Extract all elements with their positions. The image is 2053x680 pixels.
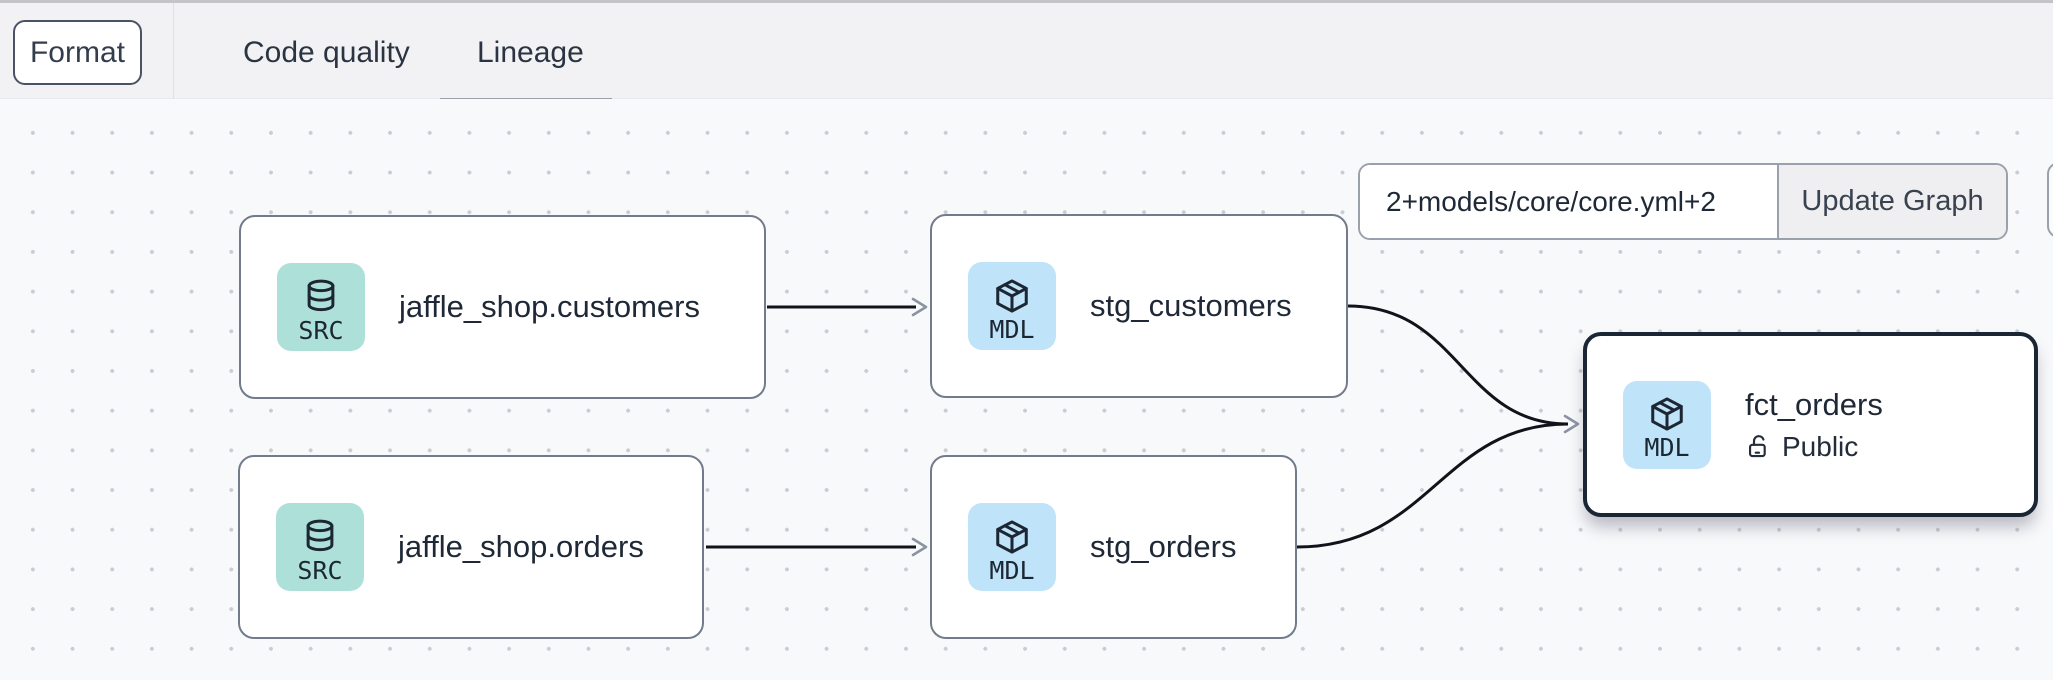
tab-code-quality[interactable]: Code quality bbox=[243, 36, 410, 69]
update-graph-button[interactable]: Update Graph bbox=[1777, 165, 2006, 238]
node-jaffle-shop-customers[interactable]: SRC jaffle_shop.customers bbox=[239, 215, 766, 399]
node-text-block: fct_orders Public bbox=[1745, 387, 1883, 463]
access-badge: Public bbox=[1745, 431, 1883, 463]
model-icon: MDL bbox=[968, 503, 1056, 591]
arrowhead-icon bbox=[911, 537, 928, 557]
arrowhead-icon bbox=[1563, 414, 1580, 434]
tab-lineage[interactable]: Lineage bbox=[477, 36, 584, 69]
node-label: jaffle_shop.customers bbox=[399, 289, 700, 324]
update-graph-label: Update Graph bbox=[1801, 185, 1984, 217]
node-type-tag: MDL bbox=[1644, 433, 1690, 462]
tab-bar: Format Code quality Lineage bbox=[0, 0, 2053, 105]
source-icon: SRC bbox=[277, 263, 365, 351]
format-button[interactable]: Format bbox=[13, 20, 142, 85]
database-icon bbox=[306, 519, 334, 551]
node-stg-customers[interactable]: MDL stg_customers bbox=[930, 214, 1348, 398]
arrowhead-icon bbox=[911, 297, 928, 317]
node-type-tag: MDL bbox=[989, 555, 1035, 585]
edge-stg-orders-to-fct-orders bbox=[1296, 422, 1569, 549]
node-label: stg_customers bbox=[1090, 288, 1292, 323]
node-type-tag: SRC bbox=[297, 555, 343, 585]
access-label: Public bbox=[1782, 430, 1859, 462]
lineage-canvas[interactable]: SRC jaffle_shop.customers MDL stg_custom… bbox=[0, 99, 2053, 680]
clipped-right-control[interactable] bbox=[2047, 162, 2053, 238]
node-label: stg_orders bbox=[1090, 529, 1237, 564]
format-button-label: Format bbox=[29, 35, 125, 69]
edge-stg-customers-to-fct-orders bbox=[1347, 304, 1569, 426]
model-icon: MDL bbox=[968, 262, 1056, 350]
node-type-tag: SRC bbox=[298, 315, 344, 345]
cube-icon bbox=[996, 519, 1028, 554]
source-icon: SRC bbox=[276, 503, 364, 591]
node-label: fct_orders bbox=[1745, 386, 1883, 422]
cube-icon bbox=[1651, 397, 1683, 431]
cube-icon bbox=[996, 278, 1028, 313]
database-icon bbox=[307, 279, 335, 311]
model-selector-group: Update Graph bbox=[1358, 163, 2008, 240]
unlock-icon bbox=[1748, 435, 1766, 458]
node-stg-orders[interactable]: MDL stg_orders bbox=[930, 455, 1297, 639]
edge-layer bbox=[706, 297, 1580, 557]
header-divider bbox=[173, 3, 174, 99]
node-fct-orders[interactable]: MDL fct_orders Public bbox=[1583, 332, 2038, 517]
model-selector-input[interactable] bbox=[1360, 165, 1777, 238]
node-label: jaffle_shop.orders bbox=[398, 529, 644, 564]
node-type-tag: MDL bbox=[989, 314, 1035, 344]
model-icon: MDL bbox=[1623, 380, 1711, 469]
node-jaffle-shop-orders[interactable]: SRC jaffle_shop.orders bbox=[238, 455, 704, 639]
